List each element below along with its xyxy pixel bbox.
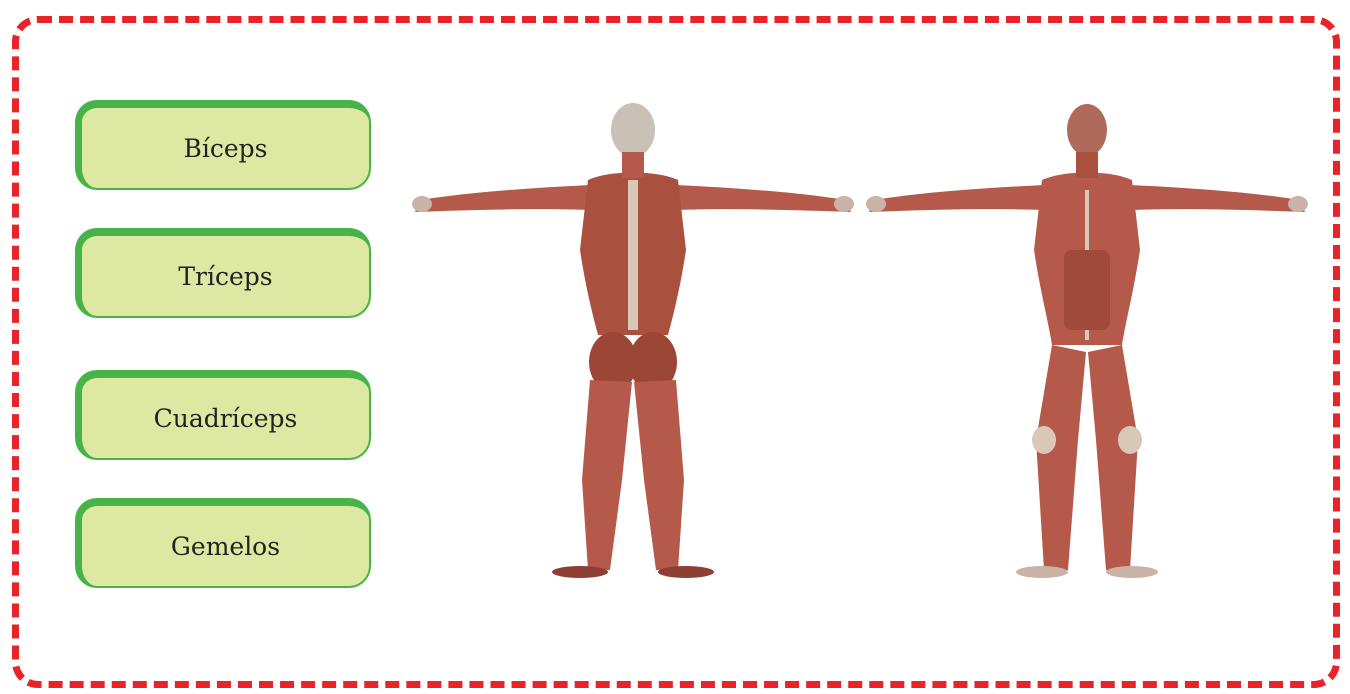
back-right-arm xyxy=(674,185,851,212)
front-abdominals xyxy=(1064,250,1110,330)
front-head xyxy=(1067,104,1107,156)
back-head xyxy=(611,103,655,157)
back-right-foot xyxy=(658,566,714,578)
anatomy-front-figure xyxy=(864,100,1310,580)
back-left-arm xyxy=(415,185,592,212)
anatomy-back-figure xyxy=(410,100,856,580)
front-left-arm xyxy=(869,185,1046,212)
label-cuadriceps[interactable]: Cuadríceps xyxy=(75,370,371,460)
front-right-hand xyxy=(1288,196,1308,212)
back-left-hand xyxy=(412,196,432,212)
anatomy-figures xyxy=(410,100,1310,580)
back-right-leg xyxy=(634,380,684,570)
front-right-arm xyxy=(1128,185,1305,212)
label-biceps[interactable]: Bíceps xyxy=(75,100,371,190)
back-left-leg xyxy=(582,380,632,570)
front-left-foot xyxy=(1016,566,1068,578)
front-right-foot xyxy=(1106,566,1158,578)
front-right-leg xyxy=(1088,345,1138,570)
front-left-hand xyxy=(866,196,886,212)
label-gemelos[interactable]: Gemelos xyxy=(75,498,371,588)
back-right-hand xyxy=(834,196,854,212)
front-left-leg xyxy=(1036,345,1086,570)
muscle-anatomy-front-icon xyxy=(864,100,1310,580)
front-right-knee xyxy=(1118,426,1142,454)
front-neck xyxy=(1076,152,1098,178)
back-left-foot xyxy=(552,566,608,578)
label-triceps[interactable]: Tríceps xyxy=(75,228,371,318)
back-neck xyxy=(622,152,644,178)
front-left-knee xyxy=(1032,426,1056,454)
muscle-anatomy-back-icon xyxy=(410,100,856,580)
